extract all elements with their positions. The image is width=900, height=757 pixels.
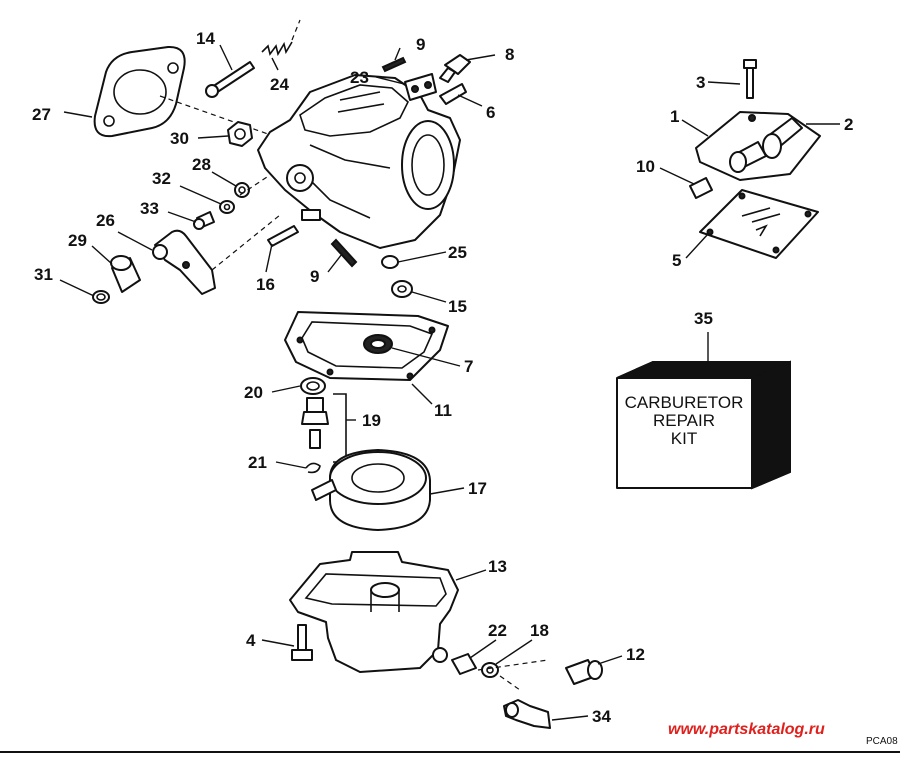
drawing-code: PCA08 [866,736,898,747]
washer-32 [219,200,235,214]
throttle-lever [152,229,216,295]
callout-24: 24 [270,75,289,94]
needle-seat [301,397,329,449]
callout-5: 5 [672,251,681,270]
callout-22: 22 [488,621,507,640]
callout-19: 19 [362,411,381,430]
callout-31: 31 [34,265,53,284]
callout-18: 18 [530,621,549,640]
callout-7: 7 [464,357,473,376]
callout-20: 20 [244,383,263,402]
float-bowl [289,551,459,673]
callout-28: 28 [192,155,211,174]
hex-nut [227,121,253,147]
callout-15: 15 [448,297,467,316]
callout-14: 14 [196,29,215,48]
pump-diaphragm [699,189,819,259]
bowl-screw [291,624,313,661]
callout-33: 33 [140,199,159,218]
mixture-screw [205,61,255,98]
callout-3: 3 [696,73,705,92]
pin-lower [330,238,358,268]
callout-8: 8 [505,45,514,64]
pin-top [381,56,407,73]
callout-23: 23 [350,68,369,87]
callout-11: 11 [434,401,452,420]
kit-label-line3: KIT [671,429,697,448]
callout-25: 25 [448,243,467,262]
float [311,449,431,531]
callout-4: 4 [246,631,256,650]
pump-screw [743,59,757,99]
drain-screw [565,659,603,685]
fuel-pump-cover [695,111,821,181]
spring [261,41,293,57]
watermark: www.partskatalog.ru [668,721,825,738]
callout-13: 13 [488,557,507,576]
check-ball [381,255,399,269]
callout-1: 1 [670,107,679,126]
leader-lines [59,44,840,721]
callout-35: 35 [694,309,713,328]
callout-9-lower: 9 [310,267,319,286]
jet [439,83,467,105]
callout-12: 12 [626,645,645,664]
callout-30: 30 [170,129,189,148]
callout-17: 17 [468,479,487,498]
flange-gasket [93,45,186,138]
callout-2: 2 [844,115,853,134]
lockwasher [234,182,250,198]
plug-screw [439,54,471,83]
needle-seat-gasket [300,377,326,395]
callout-27: 27 [32,105,51,124]
drain-plug [451,653,477,675]
callout-6: 6 [486,103,495,122]
callout-9-top: 9 [416,35,425,54]
gasket-ring [363,334,393,354]
callout-32: 32 [152,169,171,188]
callout-29: 29 [68,231,87,250]
callout-34: 34 [592,707,611,726]
lever-screw [193,211,215,230]
kit-label-line2: REPAIR [653,411,715,430]
callout-16: 16 [256,275,275,294]
retainer-plate [404,73,437,101]
drain-washer [481,662,499,678]
callout-26: 26 [96,211,115,230]
carburetor-body [257,74,461,249]
seal [391,280,413,298]
roller [110,255,141,293]
kit-label-line1: CARBURETOR [625,393,744,412]
callout-21: 21 [248,453,267,472]
callout-10: 10 [636,157,655,176]
callout-numbers: 14 24 27 9 8 23 6 30 28 32 33 26 29 31 1… [32,29,853,726]
screw-16 [267,225,299,247]
fitting [503,699,551,729]
retaining-ring [92,290,110,304]
carburetor-repair-kit-box: CARBURETOR REPAIR KIT [616,360,791,490]
pump-screw-10 [689,177,713,199]
float-clip [305,462,321,474]
